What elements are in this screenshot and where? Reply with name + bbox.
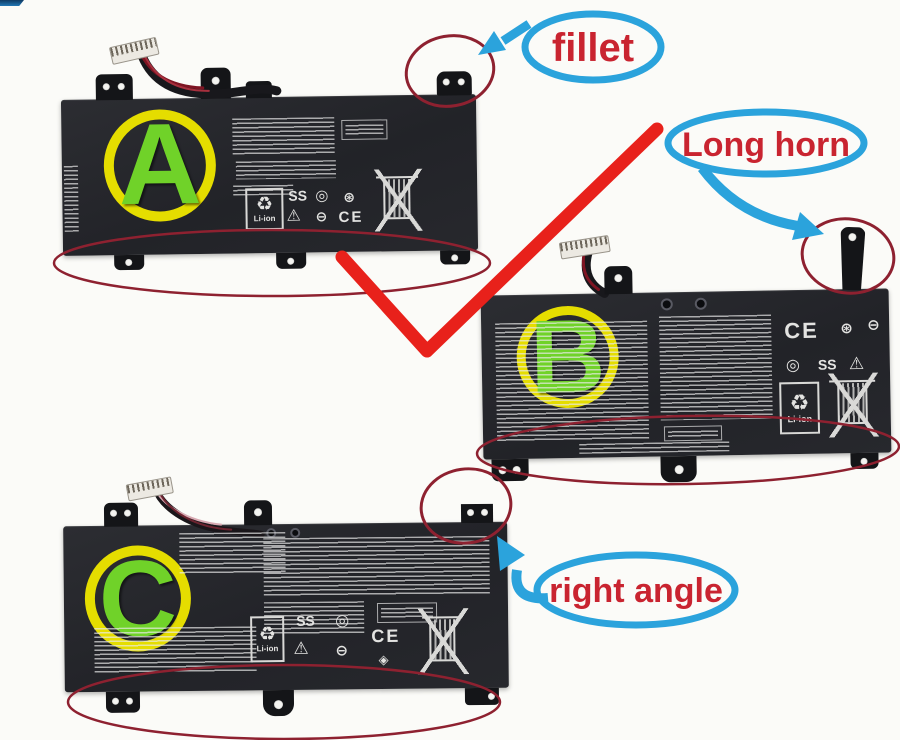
minus-circle-icon: ⊖ [335, 642, 349, 660]
li-ion-text: Li-ion [253, 213, 276, 224]
screw-hole [860, 457, 868, 465]
screw-hole [125, 697, 134, 705]
screw-hole [287, 257, 295, 265]
warning-triangle-icon: ⚠ [286, 207, 302, 225]
mounting-tab [114, 254, 145, 271]
recycle-icon: ♻ [789, 389, 810, 416]
screw-hole [466, 509, 475, 517]
long-horn-tab [839, 227, 865, 290]
mounting-tab [491, 458, 529, 482]
long-horn-label: Long horn [681, 126, 851, 164]
screw-hole [442, 78, 450, 86]
ce-mark: CE [338, 208, 364, 227]
ce-mark: CE [784, 317, 820, 344]
right-angle-corner-tab [460, 503, 494, 524]
asterisk-circle-icon: ⊛ [343, 188, 356, 205]
corner-logo-fragment [0, 0, 24, 6]
ss-mark: SS [296, 612, 315, 629]
minus-circle-icon: ⊖ [315, 208, 328, 225]
label-text-block [658, 314, 773, 421]
screw-hole [614, 274, 623, 283]
diamond-cert-icon: ◈ [378, 651, 389, 668]
mounting-tab [276, 252, 307, 269]
screw-hole [457, 78, 465, 86]
fillet-label: fillet [551, 26, 635, 70]
mounting-tab [660, 455, 697, 483]
screw-hole [480, 508, 489, 516]
screw-hole [253, 508, 263, 517]
battery-photo-c: C ♻ Li-ion SS ⚠ ◎ ⊖ CE ◈ [63, 476, 509, 717]
li-ion-text: Li-ion [256, 644, 279, 654]
screw-hole [451, 254, 459, 262]
screw-hole [125, 258, 133, 267]
fillet-arrow [478, 20, 532, 55]
circle-cert-icon: ◎ [335, 612, 350, 630]
label-text-block [94, 626, 257, 675]
ss-mark: SS [817, 356, 837, 373]
recycle-icon: ♻ [258, 624, 276, 646]
screw-hole [109, 509, 118, 517]
screw-hole [674, 465, 684, 475]
mounting-tab [440, 250, 471, 265]
screw-hole [273, 700, 284, 710]
screw-hole [512, 465, 521, 475]
asterisk-circle-icon: ⊛ [840, 320, 853, 338]
body-hole [290, 527, 301, 538]
label-text-block [235, 160, 337, 180]
label-text-block [579, 441, 730, 454]
screw-hole [111, 697, 120, 705]
mounting-tab [604, 265, 633, 295]
label-model-box [663, 425, 723, 442]
battery-photo-a: A ♻ Li-ion SS ⚠ ◎ ⊖ ⊛ CE [60, 36, 479, 271]
label-text-block [232, 117, 335, 155]
mounting-tab [464, 687, 500, 706]
body-hole [660, 298, 673, 311]
ce-mark: CE [371, 625, 401, 647]
crossed-bin-icon [368, 169, 428, 232]
long-horn-arrow [698, 164, 824, 240]
body-hole [694, 297, 707, 310]
label-text-block [263, 535, 490, 597]
mounting-tab [262, 689, 295, 717]
recycle-icon: ♻ [255, 193, 274, 216]
mounting-tab [105, 691, 141, 713]
li-ion-recycle-mark: ♻ Li-ion [245, 187, 284, 231]
crossed-bin-icon [415, 608, 472, 675]
warning-triangle-icon: ⚠ [293, 638, 309, 658]
screw-hole [848, 233, 856, 241]
battery-photo-b: B CE ⊛ ⊖ ◎ SS ⚠ ♻ Li-ion [480, 288, 892, 483]
crossed-bin-icon [820, 372, 887, 438]
mounting-tab [850, 452, 879, 470]
badge-letter-a: A [117, 100, 203, 230]
li-ion-recycle-mark: ♻ Li-ion [250, 616, 285, 663]
mounting-tab [243, 500, 273, 526]
li-ion-text: Li-ion [787, 413, 813, 425]
label-text-block [63, 165, 79, 232]
label-model-box [341, 119, 388, 140]
circle-cert-icon: ◎ [785, 357, 800, 375]
right-angle-label: right angle [549, 572, 723, 610]
fillet-corner-tab [436, 71, 472, 96]
circle-cert-icon: ◎ [315, 187, 329, 205]
minus-circle-icon: ⊖ [867, 316, 880, 334]
warning-triangle-icon: ⚠ [848, 353, 865, 374]
li-ion-recycle-mark: ♻ Li-ion [779, 381, 821, 435]
ss-mark: SS [288, 187, 308, 204]
screw-hole [487, 692, 495, 700]
screw-hole [498, 466, 507, 475]
badge-circle-a: A [103, 100, 217, 230]
label-text-block [495, 320, 650, 442]
